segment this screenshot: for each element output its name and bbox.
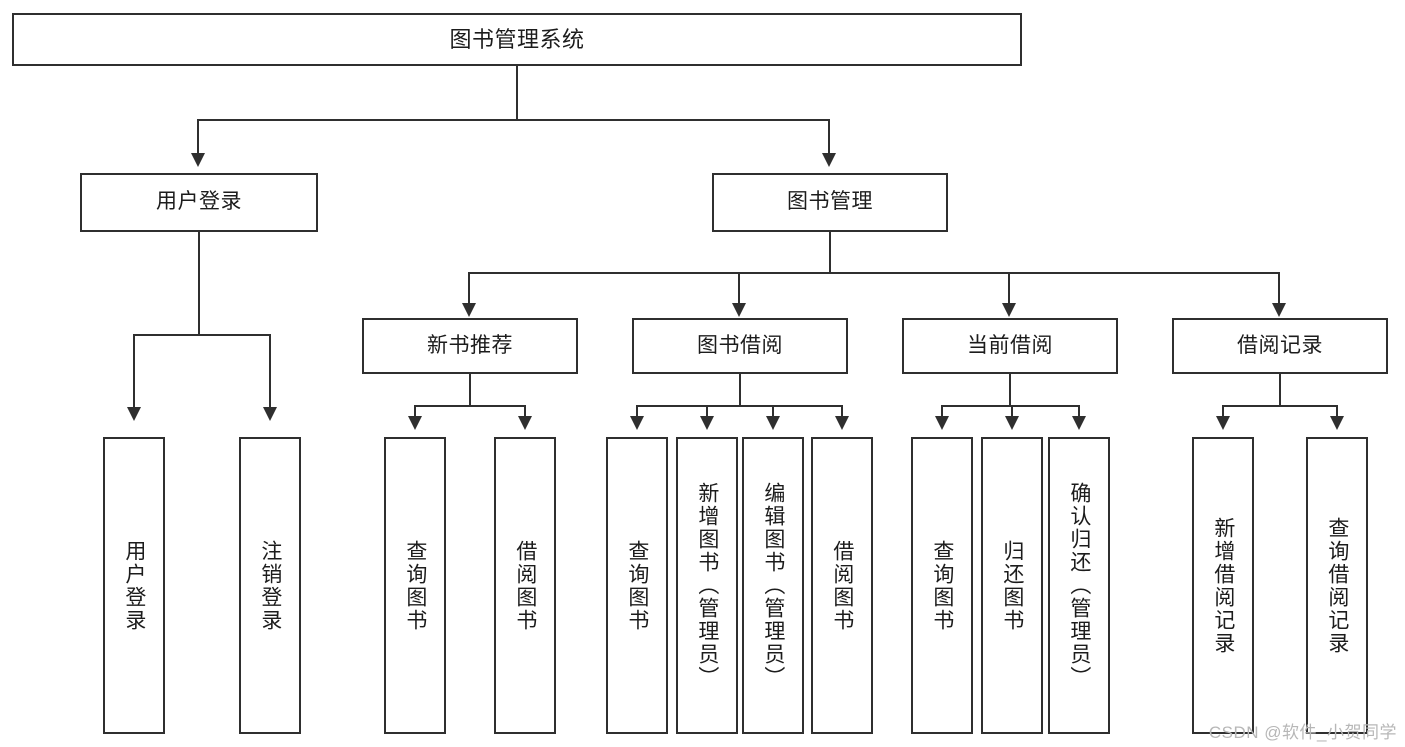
leaf-new-book-1-label: 借阅图书 <box>513 539 537 632</box>
connector-new-book-stem <box>469 374 471 407</box>
node-root-system-label: 图书管理系统 <box>449 26 585 52</box>
arrowhead-leaf-new-book-1 <box>408 416 422 430</box>
arrowhead-leaf-borrow-book-3 <box>766 416 780 430</box>
leaf-borrow-book-0-label: 查询图书 <box>625 539 649 632</box>
leaf-borrow-book-0[interactable]: 查询图书 <box>606 437 668 734</box>
arrowhead-leaf-current-borrow-2 <box>1005 416 1019 430</box>
arrowhead-current-borrow <box>1002 303 1016 317</box>
connector-new-book-drop-1 <box>414 405 416 419</box>
leaf-new-book-0-label: 查询图书 <box>403 539 427 632</box>
node-borrow-book-label: 图书借阅 <box>697 333 783 357</box>
leaf-borrow-book-1-label: 新增图书（管理员） <box>695 482 719 689</box>
connector-current-borrow-drop-1 <box>941 405 943 419</box>
leaf-new-book-0[interactable]: 查询图书 <box>384 437 446 734</box>
node-book-manage[interactable]: 图书管理 <box>712 173 948 232</box>
connector-book-manage-stem <box>829 232 831 274</box>
connector-new-book-drop-2 <box>524 405 526 419</box>
leaf-current-borrow-1[interactable]: 归还图书 <box>981 437 1043 734</box>
connector-borrow-book-drop-2 <box>706 405 708 419</box>
arrowhead-leaf-logout <box>263 407 277 421</box>
leaf-current-borrow-0-label: 查询图书 <box>930 539 954 632</box>
arrowhead-leaf-borrow-book-1 <box>630 416 644 430</box>
node-current-borrow[interactable]: 当前借阅 <box>902 318 1118 374</box>
leaf-borrow-record-1-label: 查询借阅记录 <box>1325 516 1349 655</box>
connector-root-bus <box>197 119 829 121</box>
arrowhead-leaf-user-login <box>127 407 141 421</box>
arrowhead-leaf-current-borrow-1 <box>935 416 949 430</box>
arrowhead-user-login <box>191 153 205 167</box>
node-root-system[interactable]: 图书管理系统 <box>12 13 1022 66</box>
leaf-current-borrow-1-label: 归还图书 <box>1000 539 1024 632</box>
leaf-borrow-record-1[interactable]: 查询借阅记录 <box>1306 437 1368 734</box>
leaf-user-login-1-label: 注销登录 <box>258 539 282 632</box>
connector-new-book-bus <box>414 405 526 407</box>
connector-to-borrow-record <box>1278 272 1280 305</box>
connector-borrow-book-drop-4 <box>841 405 843 419</box>
connector-to-current-borrow <box>1008 272 1010 305</box>
arrowhead-leaf-borrow-record-1 <box>1216 416 1230 430</box>
connector-current-borrow-drop-3 <box>1078 405 1080 419</box>
connector-borrow-book-drop-3 <box>772 405 774 419</box>
connector-current-borrow-drop-2 <box>1011 405 1013 419</box>
connector-borrow-record-stem <box>1279 374 1281 407</box>
arrowhead-leaf-borrow-book-4 <box>835 416 849 430</box>
connector-user-login-drop-2 <box>269 334 271 409</box>
leaf-borrow-book-3-label: 借阅图书 <box>830 539 854 632</box>
connector-root-to-user-login <box>197 119 199 155</box>
connector-borrow-record-drop-2 <box>1336 405 1338 419</box>
node-user-login[interactable]: 用户登录 <box>80 173 318 232</box>
arrowhead-leaf-borrow-book-2 <box>700 416 714 430</box>
node-user-login-label: 用户登录 <box>156 190 242 214</box>
leaf-current-borrow-2-label: 确认归还（管理员） <box>1067 482 1091 689</box>
leaf-new-book-1[interactable]: 借阅图书 <box>494 437 556 734</box>
leaf-borrow-book-2-label: 编辑图书（管理员） <box>761 482 785 689</box>
connector-book-manage-bus <box>468 272 1280 274</box>
node-current-borrow-label: 当前借阅 <box>967 333 1053 357</box>
arrowhead-leaf-current-borrow-3 <box>1072 416 1086 430</box>
arrowhead-book-manage <box>822 153 836 167</box>
connector-to-borrow-book <box>738 272 740 305</box>
node-new-book-label: 新书推荐 <box>427 333 513 357</box>
arrowhead-leaf-new-book-2 <box>518 416 532 430</box>
node-borrow-book[interactable]: 图书借阅 <box>632 318 848 374</box>
connector-current-borrow-stem <box>1009 374 1011 407</box>
leaf-borrow-record-0[interactable]: 新增借阅记录 <box>1192 437 1254 734</box>
node-new-book[interactable]: 新书推荐 <box>362 318 578 374</box>
leaf-user-login-0-label: 用户登录 <box>122 539 146 632</box>
watermark-credit: CSDN @软件_小贺同学 <box>1208 723 1397 742</box>
node-borrow-record[interactable]: 借阅记录 <box>1172 318 1388 374</box>
arrowhead-new-book <box>462 303 476 317</box>
connector-user-login-stem <box>198 232 200 335</box>
leaf-current-borrow-2[interactable]: 确认归还（管理员） <box>1048 437 1110 734</box>
arrowhead-borrow-record <box>1272 303 1286 317</box>
connector-borrow-book-stem <box>739 374 741 407</box>
connector-borrow-record-drop-1 <box>1222 405 1224 419</box>
connector-borrow-book-bus <box>636 405 843 407</box>
arrowhead-borrow-book <box>732 303 746 317</box>
connector-user-login-drop-1 <box>133 334 135 409</box>
connector-user-login-bus <box>133 334 271 336</box>
leaf-borrow-book-3[interactable]: 借阅图书 <box>811 437 873 734</box>
leaf-user-login-0[interactable]: 用户登录 <box>103 437 165 734</box>
arrowhead-leaf-borrow-record-2 <box>1330 416 1344 430</box>
node-book-manage-label: 图书管理 <box>787 190 873 214</box>
connector-to-new-book <box>468 272 470 305</box>
leaf-borrow-record-0-label: 新增借阅记录 <box>1211 516 1235 655</box>
leaf-borrow-book-1[interactable]: 新增图书（管理员） <box>676 437 738 734</box>
connector-current-borrow-bus <box>941 405 1080 407</box>
connector-root-to-book-manage <box>828 119 830 155</box>
leaf-user-login-1[interactable]: 注销登录 <box>239 437 301 734</box>
node-borrow-record-label: 借阅记录 <box>1237 333 1323 357</box>
connector-borrow-record-bus <box>1222 405 1338 407</box>
connector-root-stem <box>516 66 518 120</box>
leaf-current-borrow-0[interactable]: 查询图书 <box>911 437 973 734</box>
leaf-borrow-book-2[interactable]: 编辑图书（管理员） <box>742 437 804 734</box>
connector-borrow-book-drop-1 <box>636 405 638 419</box>
